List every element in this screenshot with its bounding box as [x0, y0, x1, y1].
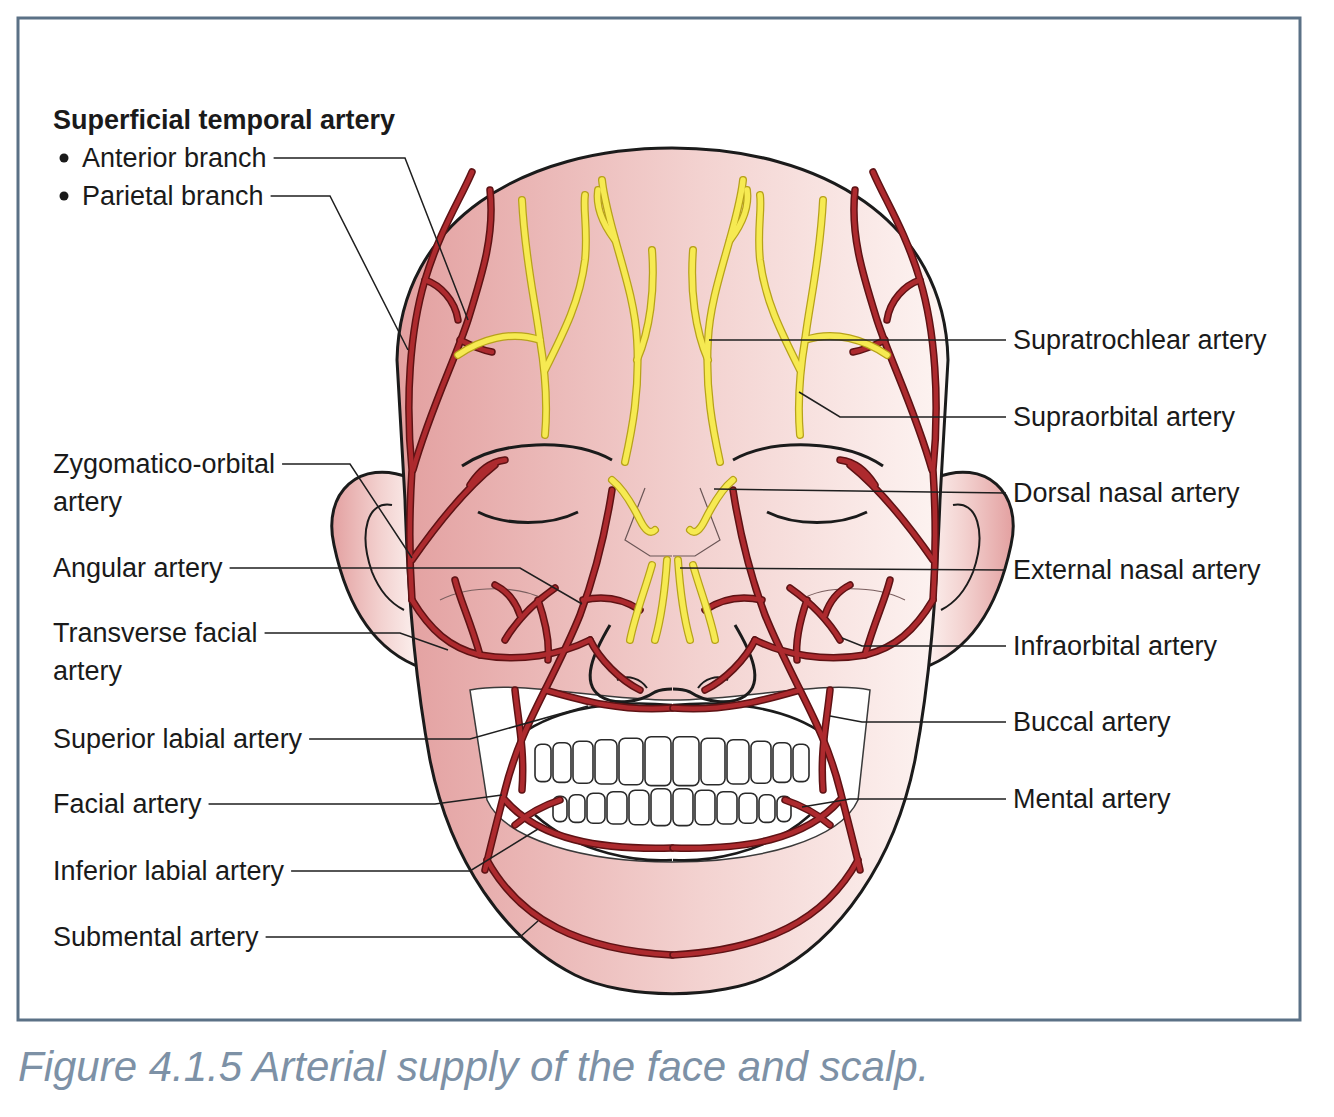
part-label: Buccal artery [1013, 703, 1171, 741]
tooth [751, 741, 771, 783]
tooth [629, 790, 649, 825]
leader-line [265, 633, 448, 650]
part-label: Supratrochlear artery [1013, 321, 1267, 359]
tooth [619, 738, 643, 785]
part-label: Angular artery [53, 549, 223, 587]
tooth [773, 743, 791, 783]
tooth [535, 744, 551, 781]
tooth [595, 740, 617, 784]
leader-line [842, 638, 1006, 646]
tooth [673, 737, 699, 786]
leader-line [282, 464, 412, 558]
leader-lines [209, 158, 1006, 937]
tooth [701, 738, 725, 785]
leader-line [799, 392, 1006, 417]
bullet [60, 192, 69, 201]
part-label: Zygomatico-orbital artery [53, 445, 323, 521]
tooth [793, 744, 809, 781]
figure-frame [18, 18, 1300, 1020]
leader-line [680, 568, 1006, 570]
leader-line [802, 799, 1006, 807]
part-label: Infraorbital artery [1013, 627, 1217, 665]
tooth [569, 795, 585, 823]
leader-line [209, 795, 502, 804]
leader-line [309, 706, 588, 739]
tooth [717, 792, 737, 824]
tooth [651, 789, 671, 826]
tooth [673, 789, 693, 826]
tooth [573, 741, 593, 783]
leader-line [714, 489, 1006, 493]
tooth [695, 790, 715, 825]
tooth [739, 793, 757, 823]
tooth [587, 793, 605, 823]
tooth [759, 795, 775, 823]
tooth [553, 743, 571, 783]
figure-caption: Figure 4.1.5 Arterial supply of the face… [18, 1043, 929, 1091]
head-outline [397, 148, 948, 994]
part-label: Parietal branch [82, 177, 264, 215]
part-label: Facial artery [53, 785, 202, 823]
part-label: External nasal artery [1013, 551, 1261, 589]
part-label: Transverse facial artery [53, 614, 323, 690]
part-label: Supraorbital artery [1013, 398, 1235, 436]
part-label: Mental artery [1013, 780, 1171, 818]
part-label: Inferior labial artery [53, 852, 284, 890]
leader-line [291, 829, 538, 871]
part-label: Anterior branch [82, 139, 267, 177]
tooth [727, 740, 749, 784]
teeth [535, 737, 809, 826]
arteries [409, 172, 936, 955]
part-label: Dorsal nasal artery [1013, 474, 1240, 512]
group-heading: Superficial temporal artery [53, 101, 395, 139]
part-label: Superior labial artery [53, 720, 302, 758]
leader-line [266, 921, 538, 937]
leader-line [230, 568, 582, 604]
tooth [607, 792, 627, 824]
leader-line [830, 716, 1006, 722]
tooth [645, 737, 671, 786]
leader-line [709, 339, 1006, 341]
leader-line [274, 158, 468, 320]
part-label: Submental artery [53, 918, 259, 956]
bullet [60, 154, 69, 163]
leader-line [271, 196, 408, 350]
